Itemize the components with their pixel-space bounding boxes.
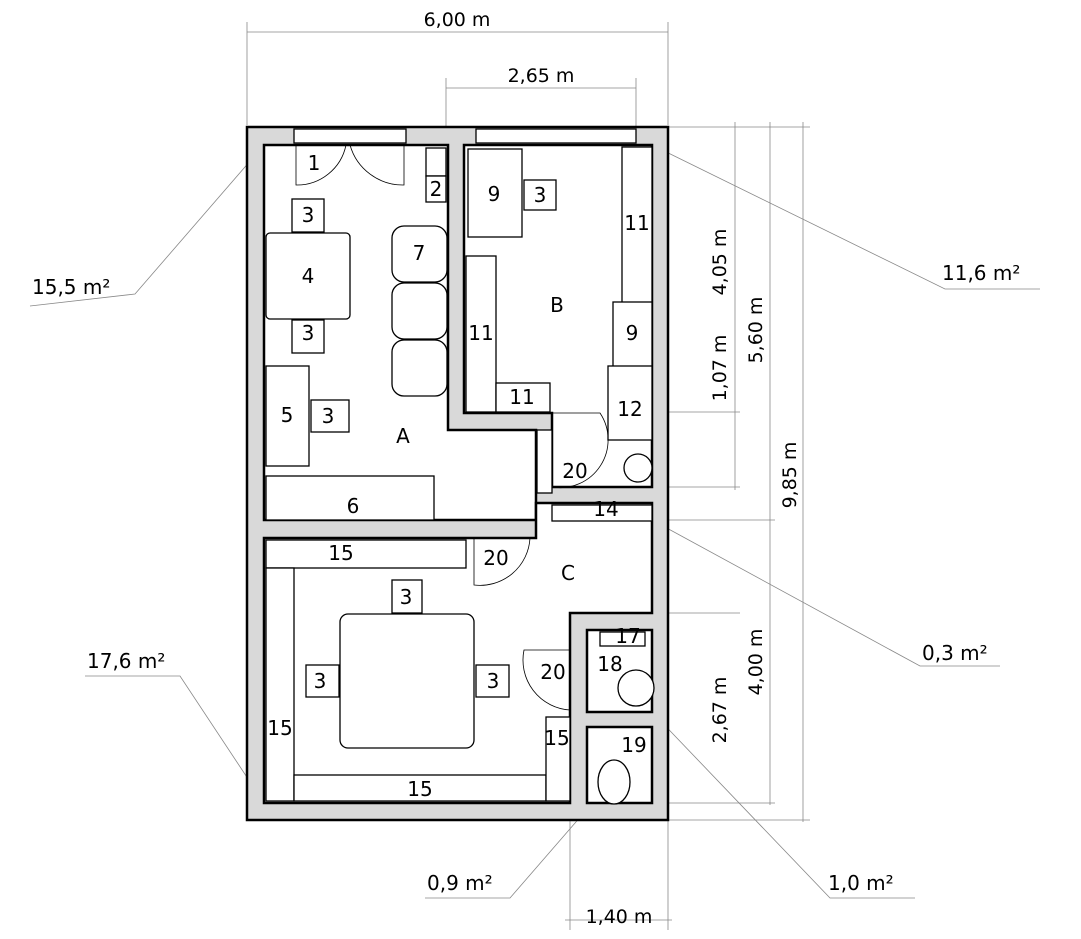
label-3: 3 [322,404,335,428]
label-9: 9 [626,321,639,345]
label-11: 11 [468,321,493,345]
room-c-label: C [561,561,575,585]
label-5: 5 [281,403,294,427]
area-wc: 0,9 m² [427,871,493,895]
area-room-c: 17,6 m² [87,649,165,673]
label-19: 19 [621,733,646,757]
balcony-door [295,144,405,186]
door-bath [522,649,571,711]
label-3: 3 [487,669,500,693]
label-3: 3 [400,585,413,609]
label-4: 4 [302,264,315,288]
dim-height-lower: 4,00 m [745,629,767,696]
label-20: 20 [540,660,565,684]
label-3: 3 [302,203,315,227]
label-20: 20 [562,459,587,483]
window-b [475,128,637,144]
label-6: 6 [347,494,360,518]
label-15: 15 [544,726,569,750]
furniture [265,146,655,805]
label-12: 12 [617,397,642,421]
label-15: 15 [407,777,432,801]
label-9: 9 [488,182,501,206]
room-a-label: A [396,424,410,448]
label-3: 3 [314,669,327,693]
label-3: 3 [534,183,547,207]
label-7: 7 [413,241,426,265]
area-storage: 0,3 m² [922,641,988,665]
label-15: 15 [267,716,292,740]
dim-height-bath: 2,67 m [709,677,731,744]
dim-total-width: 6,00 m [424,9,491,31]
area-room-a: 15,5 m² [32,275,110,299]
area-room-b: 11,6 m² [942,261,1020,285]
label-2: 2 [430,177,443,201]
label-14: 14 [593,497,618,521]
label-18: 18 [597,652,622,676]
area-bath: 1,0 m² [828,871,894,895]
dim-bath-width: 1,40 m [586,906,653,928]
door-kitchen [551,412,609,489]
label-11: 11 [509,385,534,409]
dim-height-upper: 5,60 m [745,297,767,364]
label-15: 15 [328,541,353,565]
dim-height-b: 1,07 m [709,335,731,402]
label-11: 11 [624,211,649,235]
dim-total-height: 9,85 m [779,442,801,509]
doorway [536,429,553,494]
door-c [473,537,531,586]
label-1: 1 [308,151,321,175]
window-a [293,128,407,144]
dim-room-b-width: 2,65 m [508,65,575,87]
dim-height-a: 4,05 m [709,229,731,296]
label-3: 3 [302,321,315,345]
room-b-label: B [550,293,564,317]
label-20: 20 [483,546,508,570]
label-17: 17 [615,624,640,648]
